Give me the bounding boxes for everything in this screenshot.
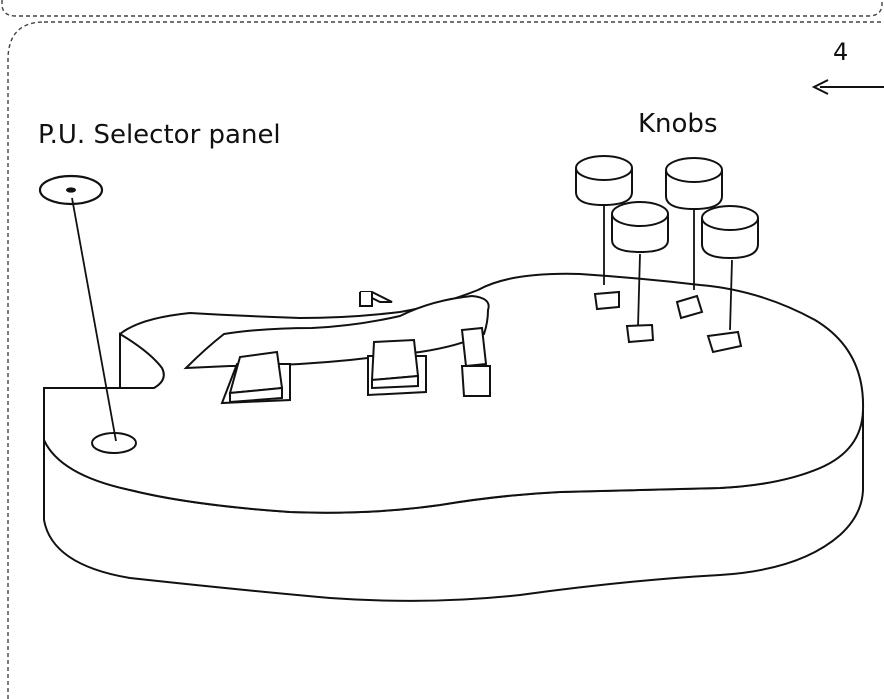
knob-1: [575, 155, 633, 285]
knob-holes: [593, 290, 743, 354]
selector-leader-line: [71, 197, 117, 442]
knobs-label: Knobs: [638, 109, 718, 139]
selector-panel-part: [38, 174, 104, 206]
neck-pickup: [220, 350, 291, 405]
knob-hole-1: [593, 290, 620, 311]
bridge-pickup: [367, 338, 427, 397]
neck-stub: [359, 291, 393, 307]
knob-hole-2: [675, 294, 704, 320]
knob-4: [701, 205, 759, 331]
left-arrow-icon: [811, 79, 884, 95]
step-number: 4: [833, 38, 848, 66]
guitar-body: [43, 272, 865, 602]
tailpiece: [460, 326, 491, 397]
knob-2: [665, 157, 723, 290]
selector-panel-label: P.U. Selector panel: [38, 120, 281, 150]
selector-hole: [91, 432, 137, 454]
knob-hole-4: [706, 330, 743, 354]
panel-border: [7, 21, 884, 699]
knob-3: [611, 201, 669, 328]
upper-horn: [119, 332, 165, 389]
knob-hole-3: [625, 323, 655, 344]
top-frame-border: [1, 0, 883, 17]
